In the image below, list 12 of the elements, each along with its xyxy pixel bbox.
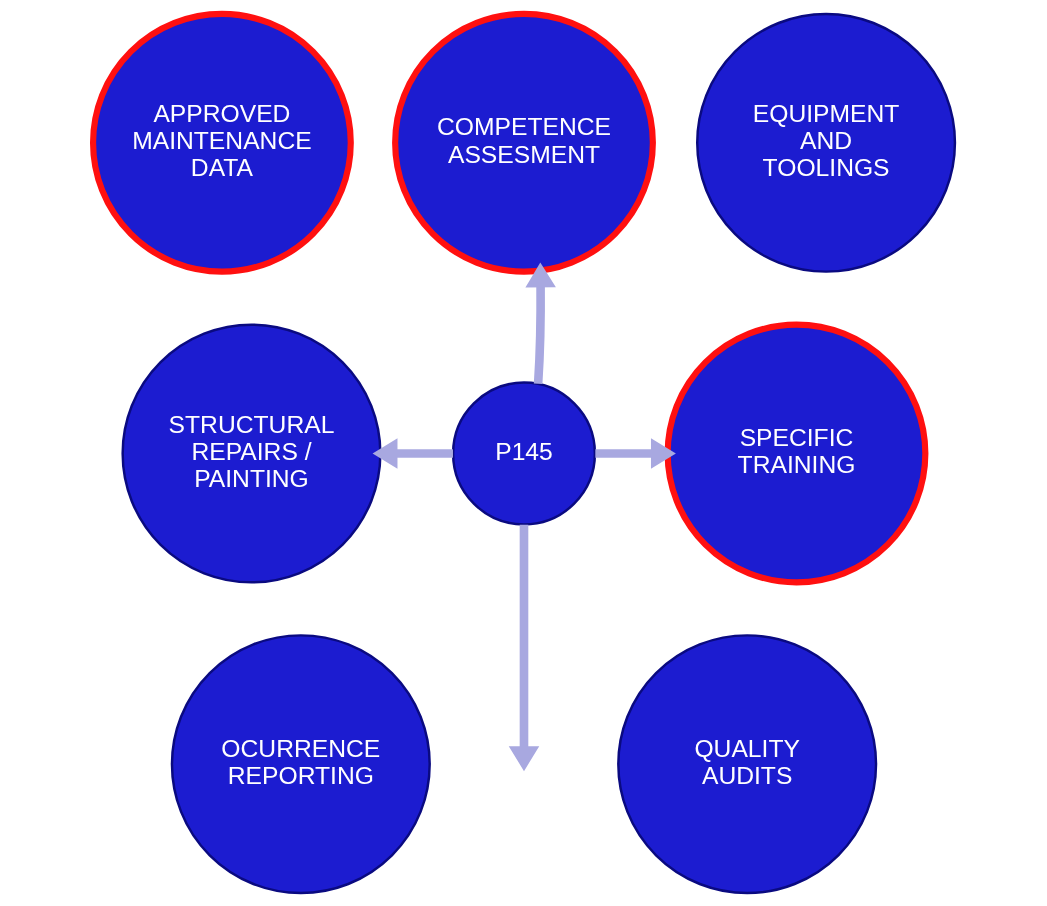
node-circle: P145 [451, 380, 596, 526]
node-circle: COMPETENCE ASSESMENT [391, 10, 656, 275]
node-circle: OCURRENCE REPORTING [170, 633, 431, 894]
arrow [594, 437, 676, 469]
arrow [524, 261, 556, 384]
arrow [372, 437, 453, 469]
node-circle: EQUIPMENT AND TOOLINGS [695, 12, 956, 273]
arrow [508, 524, 539, 771]
node-circle: SPECIFIC TRAINING [664, 321, 928, 585]
node-circle: STRUCTURAL REPAIRS / PAINTING [120, 322, 382, 584]
node-circle: APPROVED MAINTENANCE DATA [89, 10, 354, 275]
node-circle: QUALITY AUDITS [616, 633, 877, 894]
